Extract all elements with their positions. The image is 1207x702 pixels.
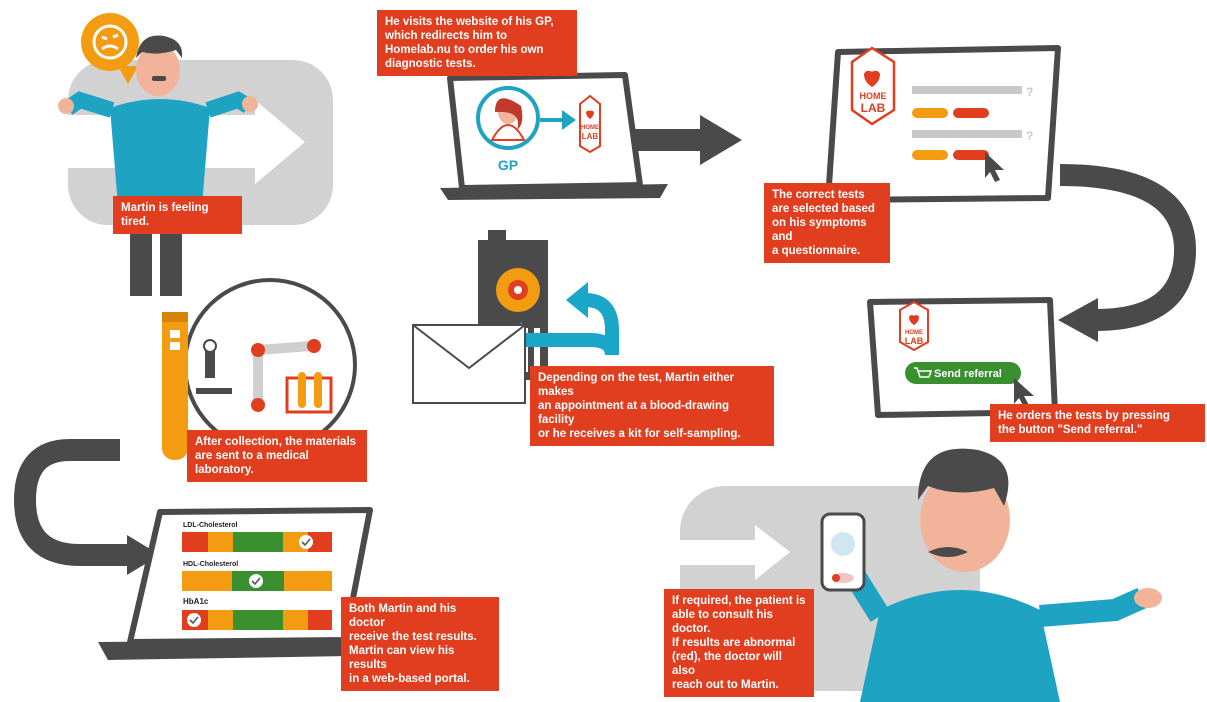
test-tubes-icon — [285, 372, 333, 414]
heart-house-icon: HOME LAB — [850, 46, 896, 126]
envelope-icon — [412, 324, 526, 404]
results-laptop-scene: LDL-Cholesterol HDL-Cholesterol HbA1c — [98, 507, 373, 660]
sampling-scene — [412, 230, 619, 404]
caption-martin-tired: Martin is feeling tired. — [113, 196, 242, 234]
martin-tired-scene — [58, 13, 333, 296]
heart-house-icon: HOME LAB — [899, 300, 929, 352]
caption-consult: If required, the patient is able to cons… — [664, 589, 814, 697]
questionnaire-laptop-scene: HOME LAB ? ? — [825, 45, 1061, 203]
svg-text:HOME: HOME — [581, 125, 599, 131]
hba1c-label: HbA1c — [183, 597, 209, 606]
check-icon — [187, 613, 201, 627]
caption-send-referral: He orders the tests by pressing the butt… — [990, 404, 1205, 442]
ldl-label: LDL-Cholesterol — [183, 522, 238, 529]
gp-label: GP — [498, 157, 518, 173]
caption-tests-selected: The correct tests are selected based on … — [764, 183, 890, 263]
heart-house-icon: HOME LAB — [579, 94, 601, 154]
cart-icon — [914, 367, 933, 378]
send-referral-laptop-scene: HOME LAB Send referral — [867, 297, 1058, 418]
caption-gp-website: He visits the website of his GP, which r… — [377, 10, 577, 76]
check-icon — [249, 574, 263, 588]
arrow-icon — [540, 110, 576, 130]
arrow-head-referral — [1058, 298, 1098, 342]
svg-text:?: ? — [1026, 129, 1033, 143]
hdl-label: HDL-Cholesterol — [183, 561, 238, 568]
flower-logo-icon — [496, 268, 540, 312]
tired-emoji-icon — [92, 24, 128, 60]
svg-text:?: ? — [1026, 85, 1033, 99]
caption-laboratory: After collection, the materials are sent… — [187, 430, 367, 482]
cursor-icon — [1014, 378, 1034, 409]
svg-text:HOME: HOME — [905, 330, 923, 336]
laboratory-scene — [162, 278, 357, 460]
svg-text:LAB: LAB — [905, 336, 924, 346]
svg-text:HOME: HOME — [860, 91, 887, 101]
send-referral-button — [905, 362, 1021, 384]
svg-text:LAB: LAB — [861, 101, 886, 115]
arrow-head-gp — [700, 115, 742, 165]
cursor-icon — [985, 152, 1004, 182]
microscope-icon — [196, 339, 232, 394]
svg-text:LAB: LAB — [582, 132, 599, 141]
gp-laptop-scene: GP HOME LAB — [440, 72, 668, 200]
flow-arrows — [13, 129, 1197, 566]
phone-icon — [820, 512, 866, 592]
arrow-head-results — [127, 535, 160, 575]
check-icon — [299, 535, 313, 549]
send-referral-label: Send referral — [934, 368, 1002, 380]
caption-results: Both Martin and his doctor receive the t… — [341, 597, 499, 691]
caption-sampling: Depending on the test, Martin either mak… — [530, 366, 774, 446]
